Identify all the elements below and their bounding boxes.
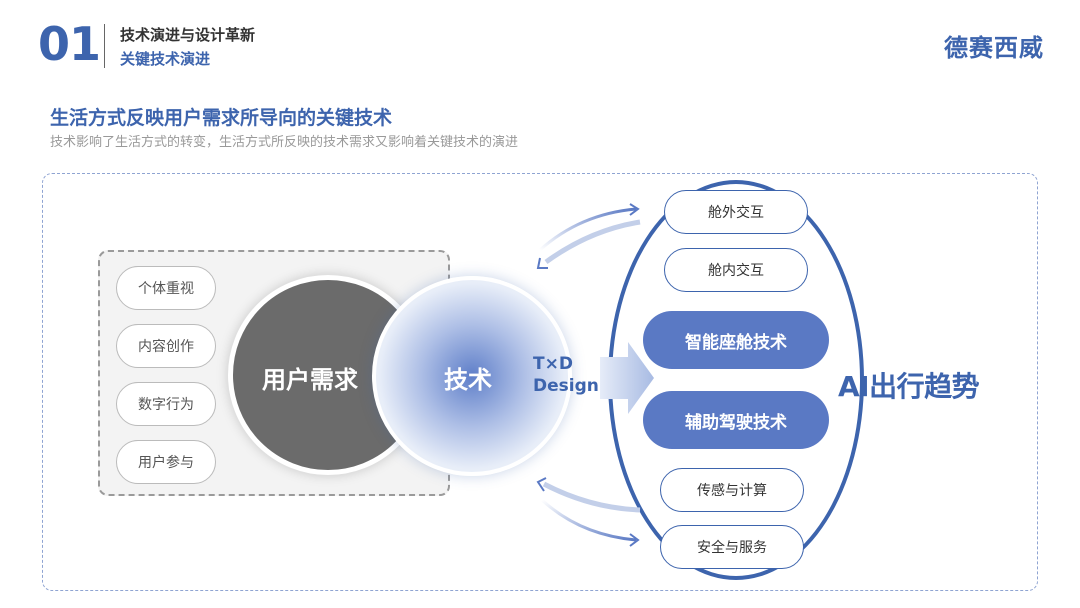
key-tech-smart-cockpit: 智能座舱技术 bbox=[643, 311, 829, 369]
user-needs-label: 用户需求 bbox=[262, 366, 358, 394]
tech-circle bbox=[372, 276, 572, 476]
brand-logo: 德赛西威 bbox=[944, 34, 1044, 62]
section-number: 01 bbox=[38, 17, 101, 71]
header-divider bbox=[104, 24, 105, 68]
flow-arrow bbox=[600, 342, 654, 414]
txd-line1: T×D bbox=[533, 354, 573, 374]
curved-arrow-top-out bbox=[538, 207, 637, 252]
item-interior-interaction: 舱内交互 bbox=[664, 248, 808, 292]
need-item-content-creation: 内容创作 bbox=[116, 324, 216, 368]
slide-subtitle: 技术影响了生活方式的转变，生活方式所反映的技术需求又影响着关键技术的演进 bbox=[50, 135, 519, 150]
item-exterior-interaction: 舱外交互 bbox=[664, 190, 808, 234]
key-tech-driver-assist: 辅助驾驶技术 bbox=[643, 391, 829, 449]
diagram-frame bbox=[42, 173, 1038, 591]
item-safety-service: 安全与服务 bbox=[660, 525, 804, 569]
ai-trend-label: AI出行趋势 bbox=[838, 370, 980, 403]
need-item-individual: 个体重视 bbox=[116, 266, 216, 310]
curved-arrow-bottom-out bbox=[540, 498, 637, 542]
need-item-user-participation: 用户参与 bbox=[116, 440, 216, 484]
curved-arrow-bottom-in bbox=[542, 481, 641, 513]
txd-label: T×D Design bbox=[533, 353, 599, 397]
tech-label: 技术 bbox=[444, 366, 492, 394]
item-sensing-computing: 传感与计算 bbox=[660, 468, 804, 512]
curved-arrow-top-in bbox=[544, 219, 641, 265]
need-item-digital-behavior: 数字行为 bbox=[116, 382, 216, 426]
txd-line2: Design bbox=[533, 376, 599, 396]
section-subtitle: 关键技术演进 bbox=[120, 50, 211, 68]
section-title: 技术演进与设计革新 bbox=[120, 26, 256, 44]
slide-title: 生活方式反映用户需求所导向的关键技术 bbox=[50, 107, 393, 129]
